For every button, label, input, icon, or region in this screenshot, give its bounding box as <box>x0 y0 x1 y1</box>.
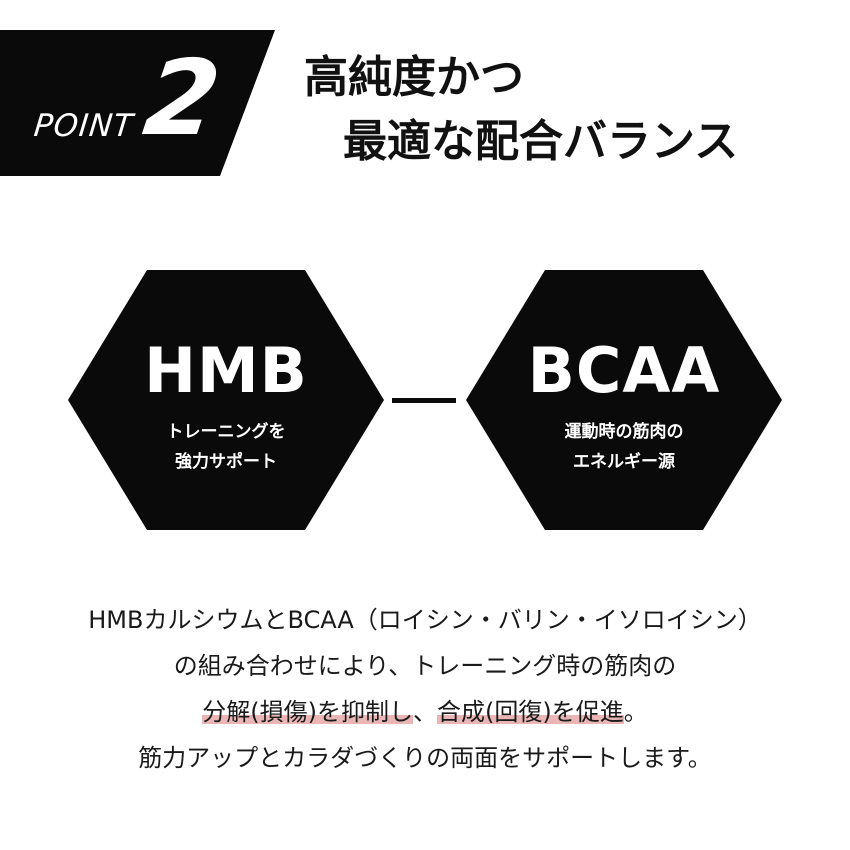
hmb-subtitle-1: トレーニングを <box>166 422 286 442</box>
bcaa-subtitle-2: エネルギー源 <box>573 452 675 472</box>
headline-line-1: 高純度かつ <box>304 52 524 103</box>
highlight-synthesis: 合成(回復)を促進 <box>437 698 624 726</box>
body-line-3: 分解(損傷)を抑制し、合成(回復)を促進。 <box>0 698 850 726</box>
body-line-3-separator: 、 <box>413 698 437 726</box>
bcaa-title: BCAA <box>527 334 721 407</box>
hmb-hexagon: HMB トレーニングを 強力サポート <box>68 270 384 530</box>
body-line-2: の組み合わせにより、トレーニング時の筋肉の <box>173 652 677 680</box>
highlight-decomposition: 分解(損傷)を抑制し <box>202 698 413 726</box>
point-number: 2 <box>137 37 227 159</box>
body-line-1: HMBカルシウムとBCAA（ロイシン・バリン・イソロイシン） <box>88 606 762 634</box>
bcaa-subtitle-1: 運動時の筋肉の <box>564 422 684 442</box>
bcaa-hexagon: BCAA 運動時の筋肉の エネルギー源 <box>466 270 782 530</box>
body-line-4: 筋力アップとカラダづくりの両面をサポートします。 <box>138 744 712 772</box>
point-label: POINT <box>32 108 136 144</box>
hexagon-connector <box>392 398 456 403</box>
hmb-subtitle-2: 強力サポート <box>175 452 277 472</box>
hmb-title: HMB <box>144 334 308 407</box>
headline-line-2: 最適な配合バランス <box>343 116 739 167</box>
body-line-3-end: 。 <box>623 698 648 726</box>
